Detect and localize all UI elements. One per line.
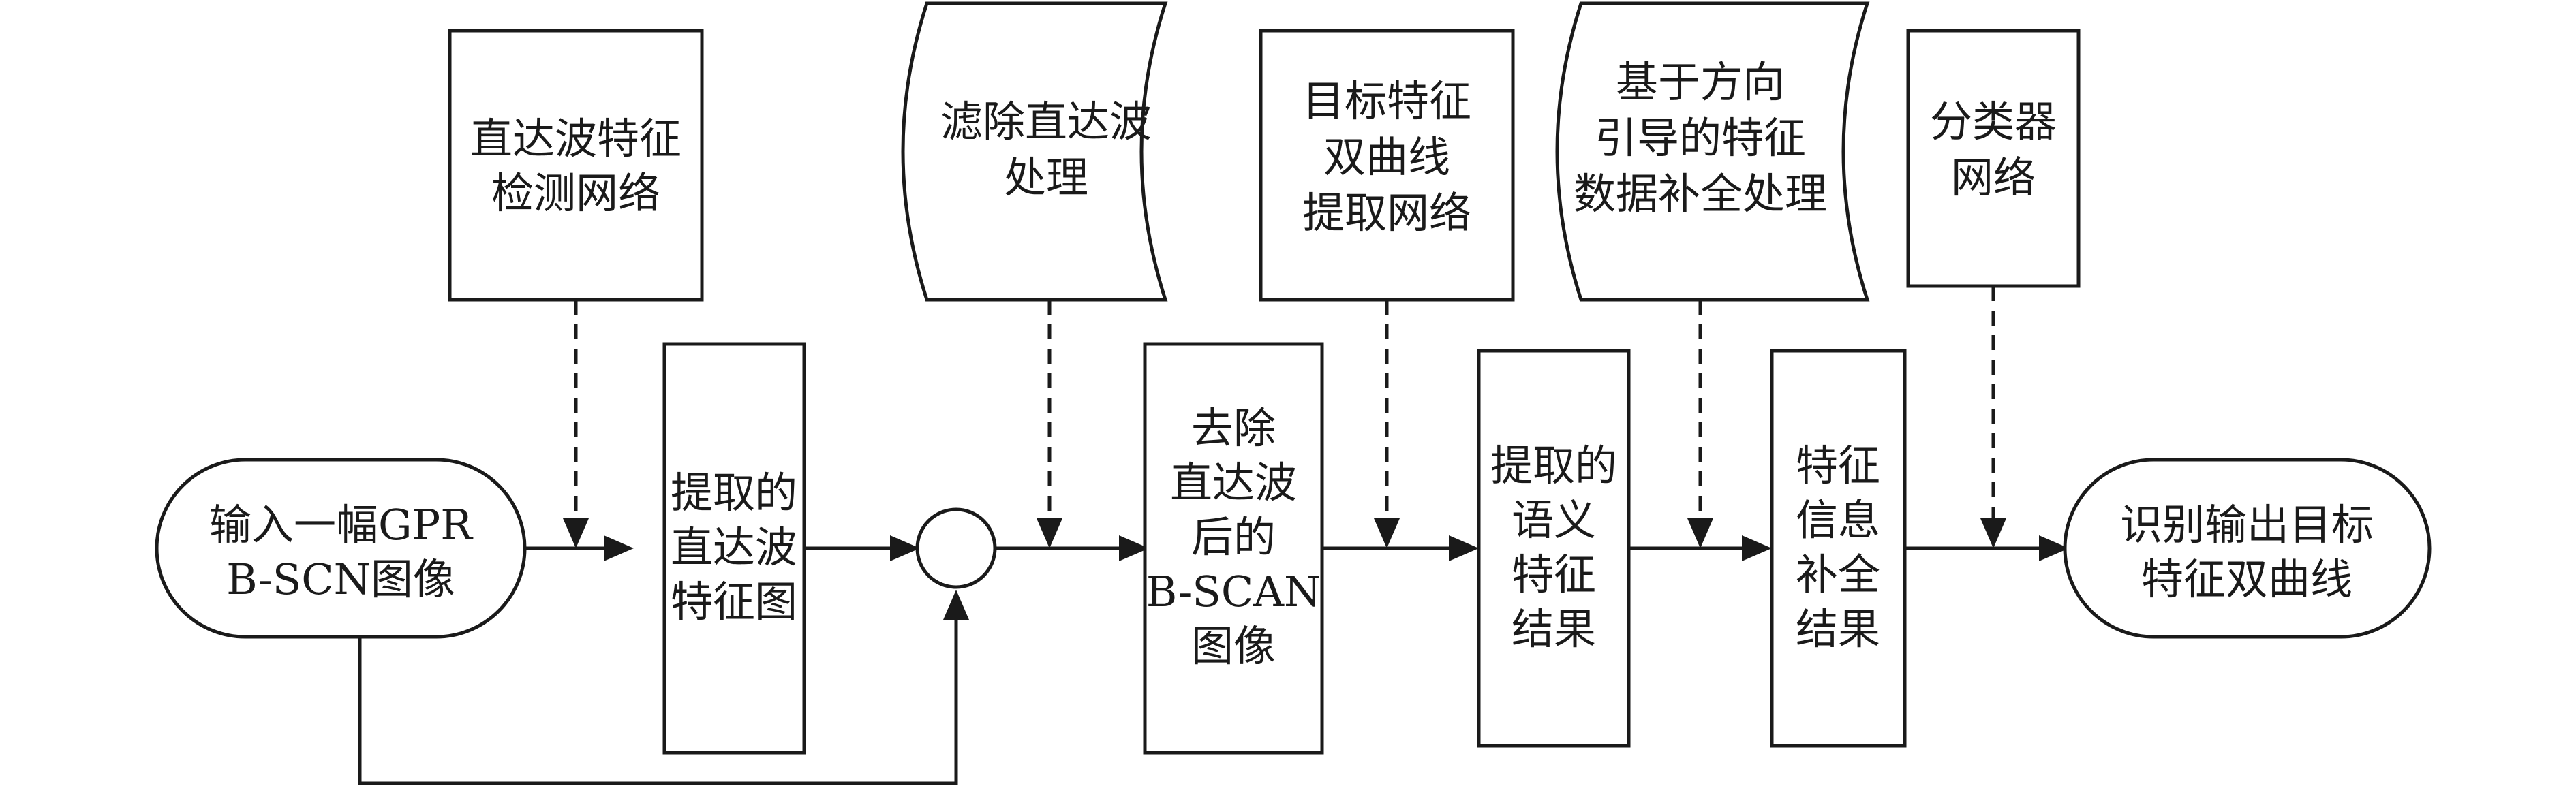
node-output-line-2: 特征双曲线: [2141, 554, 2352, 604]
node-removed-bscan: 去除 直达波 后的 B-SCAN 图像: [1143, 342, 1324, 755]
node-semantic-result-line-2: 语义: [1512, 495, 1596, 545]
module-direct-detect-net: 直达波特征 检测网络: [448, 29, 704, 302]
main-arrowheads: [604, 535, 2069, 620]
node-completion-result: 特征 信息 补全 结果: [1770, 349, 1907, 748]
module-direction-completion-line-3: 数据补全处理: [1574, 169, 1827, 219]
node-semantic-result-line-4: 结果: [1512, 604, 1596, 654]
module-direct-detect-net-line-2: 检测网络: [491, 168, 660, 218]
node-semantic-result-line-1: 提取的: [1490, 441, 1617, 490]
node-input-line-2: B-SCN图像: [226, 554, 455, 604]
module-classifier-net-line-2: 网络: [1951, 153, 2036, 202]
module-filter-direct-line-2: 处理: [1004, 153, 1088, 202]
module-hyperbola-extract-net: 目标特征 双曲线 提取网络: [1259, 29, 1515, 302]
node-direct-feature-map: 提取的 直达波 特征图: [662, 342, 806, 755]
node-semantic-result-line-3: 特征: [1512, 550, 1596, 599]
node-direct-feature-map-line-1: 提取的: [671, 468, 797, 518]
module-hyperbola-extract-net-line-2: 双曲线: [1323, 132, 1450, 182]
module-hyperbola-extract-net-line-3: 提取网络: [1302, 188, 1471, 238]
module-filter-direct-line-1: 滤除直达波: [940, 97, 1152, 146]
module-direct-detect-net-line-1: 直达波特征: [470, 114, 681, 163]
node-completion-result-line-2: 信息: [1796, 495, 1880, 545]
node-removed-bscan-line-1: 去除: [1191, 403, 1276, 453]
node-direct-feature-map-line-3: 特征图: [671, 577, 797, 627]
node-completion-result-line-3: 补全: [1796, 550, 1880, 599]
node-semantic-result: 提取的 语义 特征 结果: [1477, 349, 1631, 748]
module-filter-direct: 滤除直达波 处理: [901, 1, 1168, 302]
node-removed-bscan-line-2: 直达波: [1170, 458, 1297, 507]
node-output-line-1: 识别输出目标: [2120, 500, 2374, 550]
module-classifier-net-line-1: 分类器: [1930, 97, 2057, 146]
node-removed-bscan-line-4: B-SCAN: [1146, 567, 1321, 616]
node-removed-bscan-line-3: 后的: [1191, 512, 1276, 562]
node-completion-result-line-4: 结果: [1796, 604, 1880, 654]
module-direction-completion-line-1: 基于方向: [1616, 57, 1785, 107]
dashed-arrowheads: [563, 518, 2006, 548]
node-merge-circle: [915, 507, 997, 589]
main-flow-lines: [358, 546, 2065, 785]
node-input-line-1: 输入一幅GPR: [209, 500, 474, 550]
node-input: 输入一幅GPR B-SCN图像: [155, 458, 527, 639]
node-output: 识别输出目标 特征双曲线: [2063, 458, 2432, 639]
node-removed-bscan-line-5: 图像: [1191, 621, 1276, 671]
module-direction-completion: 基于方向 引导的特征 数据补全处理: [1555, 1, 1870, 302]
node-direct-feature-map-line-2: 直达波: [671, 522, 797, 572]
dashed-connectors: [574, 286, 1995, 518]
node-completion-result-line-1: 特征: [1796, 441, 1880, 490]
module-hyperbola-extract-net-line-1: 目标特征: [1302, 76, 1471, 126]
module-direction-completion-line-2: 引导的特征: [1595, 113, 1806, 163]
module-classifier-net: 分类器 网络: [1906, 29, 2081, 288]
